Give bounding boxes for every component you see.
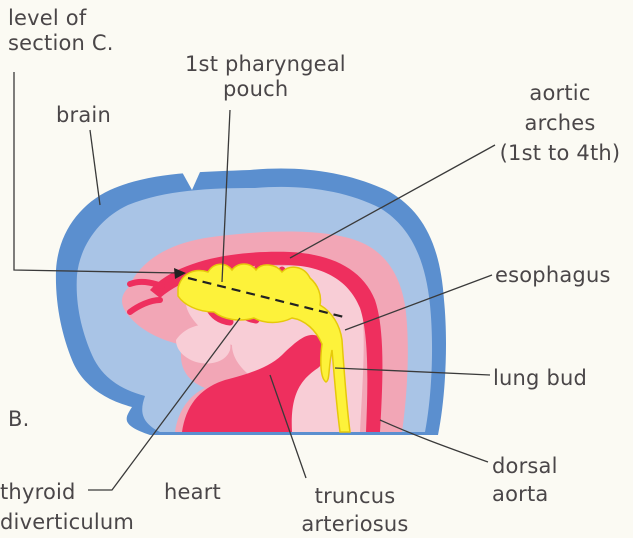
label-thyroid-line2: diverticulum <box>0 507 134 537</box>
label-dorsal-aorta: dorsal aorta <box>492 452 558 508</box>
label-dorsal-aorta-line1: dorsal <box>492 452 558 480</box>
label-level-of-section-line1: level of <box>8 6 114 31</box>
label-pharyngeal-pouch: 1st pharyngeal pouch <box>185 52 345 102</box>
label-pharyngeal-pouch-line1: 1st pharyngeal <box>185 52 345 77</box>
label-level-of-section-line2: section C. <box>8 31 114 56</box>
label-pharyngeal-pouch-line2: pouch <box>185 77 345 102</box>
label-aortic-arches: aortic arches (1st to 4th) <box>490 78 630 168</box>
panel-label: B. <box>8 407 29 432</box>
label-thyroid-diverticulum: thyroid diverticulum <box>0 477 134 537</box>
label-aortic-arches-line2: arches <box>490 108 630 138</box>
label-aortic-arches-line3: (1st to 4th) <box>490 138 630 168</box>
label-brain: brain <box>56 103 111 128</box>
label-aortic-arches-line1: aortic <box>490 78 630 108</box>
label-level-of-section: level of section C. <box>8 6 114 56</box>
label-esophagus: esophagus <box>495 263 611 288</box>
label-truncus-line1: truncus <box>290 482 420 510</box>
label-lung-bud: lung bud <box>493 366 587 391</box>
label-dorsal-aorta-line2: aorta <box>492 480 558 508</box>
label-truncus-arteriosus: truncus arteriosus <box>290 482 420 538</box>
label-truncus-line2: arteriosus <box>290 510 420 538</box>
label-heart: heart <box>164 480 221 505</box>
label-thyroid-line1: thyroid <box>0 477 134 507</box>
leader-brain <box>90 130 100 205</box>
